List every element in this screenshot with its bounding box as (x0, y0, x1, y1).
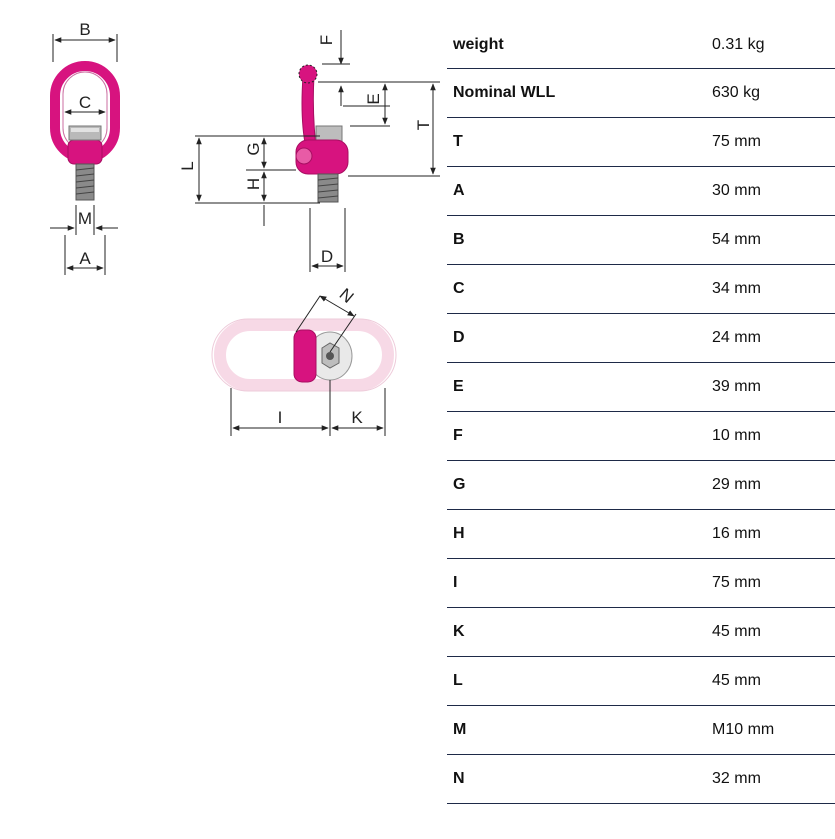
dim-label-E: E (364, 93, 383, 104)
dim-label-B: B (79, 20, 90, 39)
spec-value: 54 mm (712, 231, 761, 248)
spec-value: 75 mm (712, 133, 761, 150)
spec-label: A (453, 182, 465, 199)
spec-value: 10 mm (712, 427, 761, 444)
spec-row: D 24 mm (447, 314, 835, 363)
spec-row: H 16 mm (447, 510, 835, 559)
spec-value: 45 mm (712, 672, 761, 689)
spec-row: I 75 mm (447, 559, 835, 608)
spec-label: weight (453, 35, 504, 53)
spec-row: Nominal WLL 630 kg (447, 69, 835, 118)
dimension-drawing: B C M A (50, 20, 440, 436)
side-bolt (317, 173, 339, 203)
spec-value: 32 mm (712, 770, 761, 787)
spec-value: 39 mm (712, 378, 761, 395)
spec-value: 630 kg (712, 84, 761, 101)
spec-row: K 45 mm (447, 608, 835, 657)
dim-label-N: N (336, 285, 358, 307)
spec-value: 45 mm (712, 623, 761, 640)
spec-row: E 39 mm (447, 363, 835, 412)
dim-label-L: L (178, 161, 197, 170)
spec-row: A 30 mm (447, 167, 835, 216)
front-collar (67, 139, 103, 165)
spec-row: C 34 mm (447, 265, 835, 314)
dim-label-D: D (321, 247, 333, 266)
top-ring-translucent (214, 319, 394, 391)
spec-row: G 29 mm (447, 461, 835, 510)
spec-row: T 75 mm (447, 118, 835, 167)
dim-label-F: F (317, 35, 336, 45)
dim-label-M: M (78, 209, 92, 228)
spec-row: M M10 mm (447, 706, 835, 755)
spec-value: 30 mm (712, 182, 761, 199)
spec-label: N (453, 770, 465, 787)
spec-row: B 54 mm (447, 216, 835, 265)
spec-value: 24 mm (712, 329, 761, 346)
spec-value: 0.31 kg (712, 35, 765, 53)
spec-label: L (453, 672, 463, 689)
dim-label-A: A (79, 249, 91, 268)
spec-table: weight 0.31 kg Nominal WLL 630 kg T 75 mm A 30 … (447, 21, 835, 804)
spec-value: 29 mm (712, 476, 761, 493)
spec-label: F (453, 427, 463, 444)
spec-label: G (453, 476, 466, 493)
dim-label-K: K (351, 408, 363, 427)
dim-label-H: H (244, 178, 263, 190)
side-ring-handle (301, 75, 317, 149)
spec-label: Nominal WLL (453, 84, 556, 101)
spec-label: M (453, 721, 467, 738)
dim-label-T: T (414, 120, 433, 130)
dim-label-G: G (244, 142, 263, 155)
spec-row: weight 0.31 kg (447, 21, 835, 69)
front-view: B C M A (50, 20, 120, 275)
spec-value: 75 mm (712, 574, 761, 591)
spec-label: I (453, 574, 458, 591)
spec-value: M10 mm (712, 721, 775, 738)
spec-label: E (453, 378, 464, 395)
top-view: N I K (211, 285, 397, 436)
spec-label: H (453, 525, 465, 542)
spec-label: D (453, 329, 465, 346)
spec-row: F 10 mm (447, 412, 835, 461)
dim-label-C: C (79, 93, 91, 112)
spec-label: B (453, 231, 465, 248)
spec-value: 16 mm (712, 525, 761, 542)
side-view: F E T G L H D (178, 30, 440, 272)
spec-label: C (453, 280, 465, 297)
spec-label: T (453, 133, 463, 150)
spec-value: 34 mm (712, 280, 761, 297)
dim-label-I: I (278, 408, 283, 427)
spec-label: K (453, 623, 465, 640)
spec-row: N 32 mm (447, 755, 835, 804)
spec-row: L 45 mm (447, 657, 835, 706)
